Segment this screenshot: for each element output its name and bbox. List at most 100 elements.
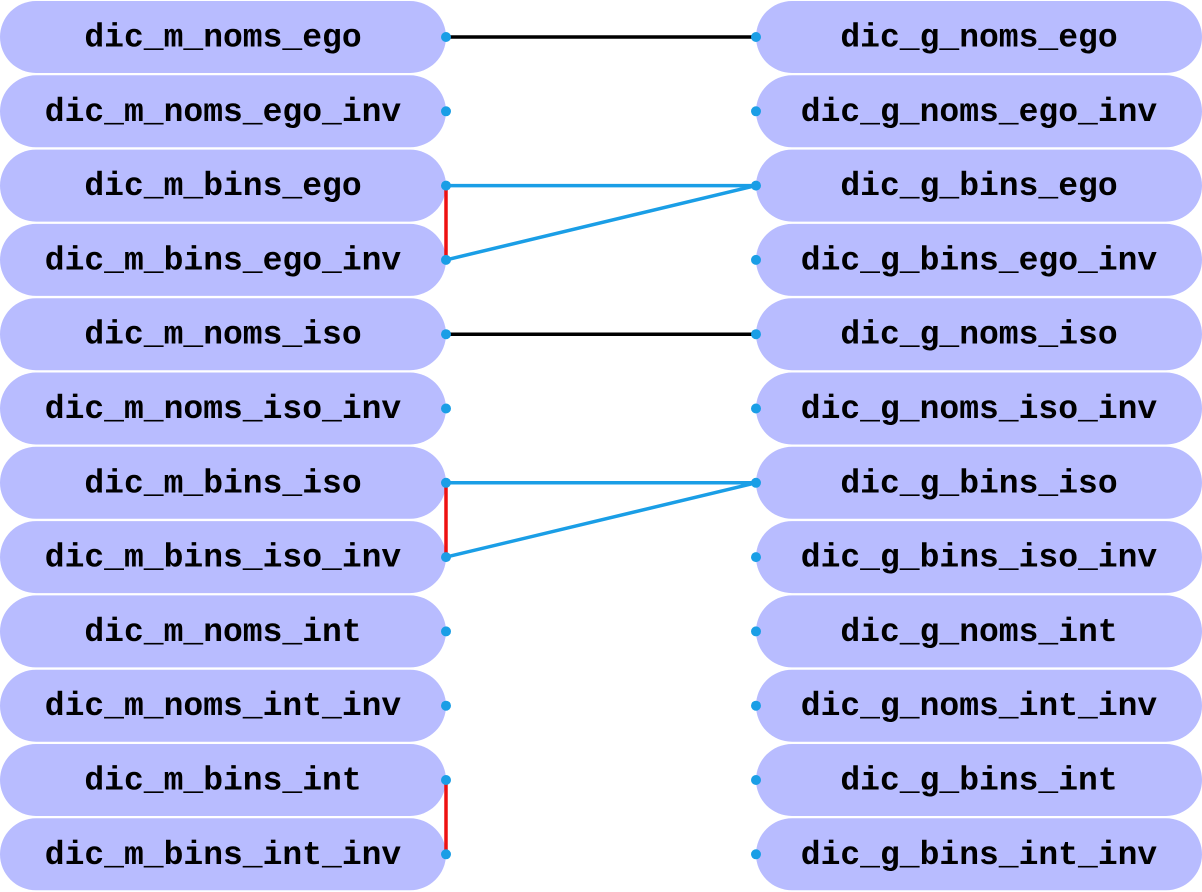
node-label: dic_m_bins_int_inv	[45, 837, 402, 874]
node-box	[0, 446, 446, 519]
node-dic-g-bins-ego: dic_g_bins_ego	[756, 149, 1202, 222]
node-dic-m-noms-int: dic_m_noms_int	[0, 595, 446, 668]
node-box	[0, 669, 446, 742]
node-dic-g-bins-ego-inv: dic_g_bins_ego_inv	[756, 223, 1202, 296]
port-dic-g-noms-ego	[751, 32, 761, 42]
port-dic-g-noms-iso-inv	[751, 403, 761, 414]
node-box	[0, 75, 446, 148]
node-dic-m-noms-ego-inv: dic_m_noms_ego_inv	[0, 75, 446, 148]
node-dic-m-noms-int-inv: dic_m_noms_int_inv	[0, 669, 446, 742]
edges-layer	[444, 35, 758, 857]
node-dic-m-noms-iso: dic_m_noms_iso	[0, 298, 446, 371]
node-box	[0, 372, 446, 445]
port-dic-g-noms-ego-inv	[751, 106, 761, 117]
node-dic-m-bins-int-inv: dic_m_bins_int_inv	[0, 818, 446, 891]
node-box	[0, 744, 446, 816]
node-box	[0, 1, 446, 73]
port-dic-g-bins-int	[751, 775, 761, 785]
port-dic-g-bins-int-inv	[751, 849, 761, 860]
node-box	[756, 1, 1202, 73]
node-box	[0, 149, 446, 222]
node-dic-g-bins-int-inv: dic_g_bins_int_inv	[756, 818, 1202, 891]
node-box	[756, 149, 1202, 222]
node-dic-m-bins-ego-inv: dic_m_bins_ego_inv	[0, 223, 446, 296]
port-dic-m-bins-int-inv	[441, 849, 451, 860]
node-box	[0, 521, 446, 594]
node-label: dic_g_noms_int_inv	[801, 688, 1158, 725]
node-label: dic_m_bins_iso_inv	[45, 540, 402, 577]
port-dic-m-bins-ego	[441, 180, 451, 191]
port-dic-m-noms-ego-inv	[441, 106, 451, 117]
node-label: dic_m_noms_ego	[84, 20, 361, 57]
node-box	[756, 818, 1202, 891]
node-box	[0, 298, 446, 371]
node-box	[756, 446, 1202, 519]
node-label: dic_g_bins_ego	[840, 168, 1117, 205]
port-dic-m-noms-iso	[441, 329, 451, 340]
node-label: dic_g_noms_ego_inv	[801, 94, 1158, 131]
ports-layer	[441, 32, 761, 860]
port-dic-m-noms-int	[441, 626, 451, 637]
edge-dic-m-bins-iso-inv-to-dic-g-bins-iso	[444, 481, 758, 559]
node-dic-g-bins-iso-inv: dic_g_bins_iso_inv	[756, 521, 1202, 594]
node-label: dic_g_noms_int	[840, 614, 1117, 651]
node-dic-g-noms-ego-inv: dic_g_noms_ego_inv	[756, 75, 1202, 148]
node-label: dic_g_bins_ego_inv	[801, 242, 1158, 279]
node-box	[756, 223, 1202, 296]
node-label: dic_m_bins_iso	[84, 465, 361, 502]
node-label: dic_g_bins_iso	[840, 465, 1117, 502]
port-dic-m-noms-ego	[441, 32, 451, 42]
node-label: dic_m_bins_ego_inv	[45, 242, 402, 279]
node-label: dic_g_noms_iso_inv	[801, 391, 1158, 428]
node-label: dic_g_noms_iso	[840, 317, 1117, 354]
port-dic-g-noms-int-inv	[751, 700, 761, 711]
node-box	[756, 744, 1202, 816]
node-box	[756, 372, 1202, 445]
port-dic-g-bins-ego	[751, 180, 761, 191]
port-dic-g-bins-iso	[751, 477, 761, 488]
node-dic-g-bins-int: dic_g_bins_int	[756, 744, 1202, 816]
node-dic-m-bins-ego: dic_m_bins_ego	[0, 149, 446, 222]
node-dic-g-noms-int: dic_g_noms_int	[756, 595, 1202, 668]
edge-dic-m-bins-ego-inv-to-dic-g-bins-ego	[444, 183, 758, 262]
node-dic-m-bins-int: dic_m_bins_int	[0, 744, 446, 816]
node-box	[0, 223, 446, 296]
node-label: dic_m_noms_iso	[84, 317, 361, 354]
node-dic-g-noms-ego: dic_g_noms_ego	[756, 1, 1202, 73]
node-dic-m-noms-ego: dic_m_noms_ego	[0, 1, 446, 73]
node-label: dic_g_bins_int	[840, 763, 1117, 800]
port-dic-m-noms-iso-inv	[441, 403, 451, 414]
node-label: dic_m_noms_ego_inv	[45, 94, 402, 131]
node-box	[756, 298, 1202, 371]
port-dic-m-bins-iso-inv	[441, 552, 451, 563]
node-dic-g-noms-iso-inv: dic_g_noms_iso_inv	[756, 372, 1202, 445]
port-dic-g-noms-iso	[751, 329, 761, 340]
node-label: dic_m_noms_iso_inv	[45, 391, 402, 428]
node-label: dic_m_noms_int	[84, 614, 361, 651]
node-box	[0, 595, 446, 668]
node-dic-g-noms-int-inv: dic_g_noms_int_inv	[756, 669, 1202, 742]
node-box	[756, 521, 1202, 594]
port-dic-g-bins-ego-inv	[751, 254, 761, 265]
node-dic-g-noms-iso: dic_g_noms_iso	[756, 298, 1202, 371]
port-dic-g-bins-iso-inv	[751, 552, 761, 563]
port-dic-g-noms-int	[751, 626, 761, 637]
node-label: dic_g_bins_iso_inv	[801, 540, 1158, 577]
node-dic-g-bins-iso: dic_g_bins_iso	[756, 446, 1202, 519]
node-box	[756, 669, 1202, 742]
node-dic-m-noms-iso-inv: dic_m_noms_iso_inv	[0, 372, 446, 445]
node-label: dic_m_bins_ego	[84, 168, 361, 205]
port-dic-m-bins-iso	[441, 477, 451, 488]
port-dic-m-bins-ego-inv	[441, 254, 451, 265]
node-label: dic_m_noms_int_inv	[45, 688, 402, 725]
node-dic-m-bins-iso: dic_m_bins_iso	[0, 446, 446, 519]
node-box	[756, 595, 1202, 668]
port-dic-m-noms-int-inv	[441, 700, 451, 711]
node-box	[756, 75, 1202, 148]
port-dic-m-bins-int	[441, 775, 451, 785]
node-box	[0, 818, 446, 891]
node-label: dic_g_noms_ego	[840, 20, 1117, 57]
node-dic-m-bins-iso-inv: dic_m_bins_iso_inv	[0, 521, 446, 594]
